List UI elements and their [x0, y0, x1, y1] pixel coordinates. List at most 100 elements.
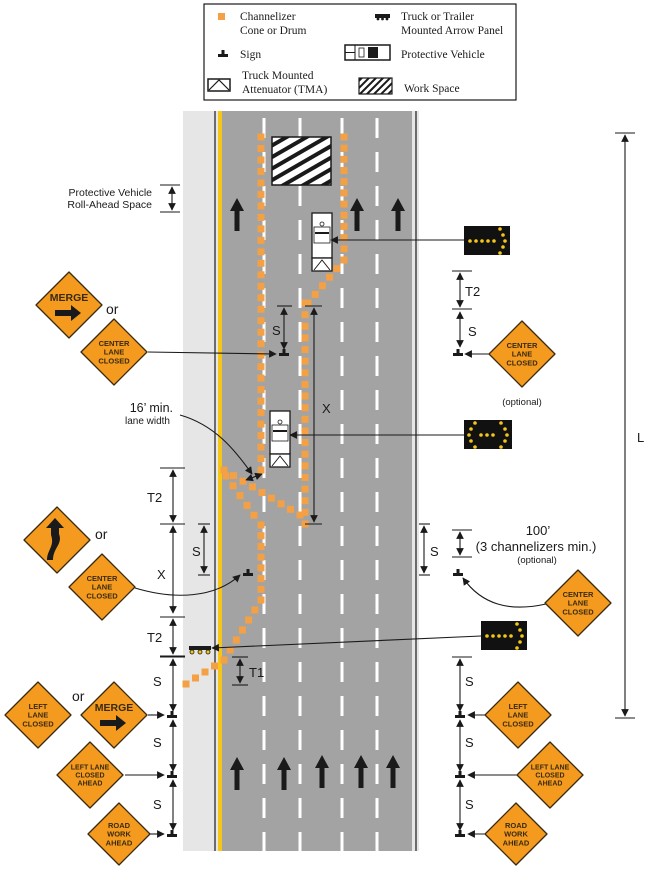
lane-arrow-icon: [350, 198, 364, 231]
sign-post-right-3: [455, 830, 465, 837]
lane-arrows: [230, 198, 405, 790]
arrow-panel-lower: [481, 621, 527, 650]
lane-line-dash: [375, 832, 379, 852]
lane-arrow-icon: [386, 755, 400, 788]
lane-line-dash: [375, 730, 379, 750]
channelizer: [311, 290, 319, 298]
sign-text: CENTER: [507, 341, 538, 350]
channelizer: [301, 346, 309, 354]
dim-X-left-label: X: [157, 567, 166, 582]
channelizer: [257, 248, 265, 256]
dim-L-label: L: [637, 430, 644, 445]
lane-line-dash: [298, 594, 302, 614]
channelizer: [226, 646, 234, 654]
sign-text: CLOSED: [98, 356, 130, 365]
sign-post-left-3: [167, 830, 177, 837]
channelizer: [251, 606, 259, 614]
lane-line-dash: [298, 764, 302, 784]
sign-text: LANE: [568, 599, 588, 608]
dim-S-right-upper-label: S: [468, 324, 477, 339]
channelizer: [192, 674, 199, 682]
channelizer: [340, 189, 348, 197]
channelizer: [301, 322, 309, 330]
channelizer: [268, 494, 275, 502]
lane-line-dash: [262, 696, 266, 716]
channelizer: [340, 167, 348, 175]
lane-line-dash: [340, 628, 344, 648]
or-label-2: or: [95, 526, 108, 542]
right-arrow-icon: [55, 305, 81, 321]
channelizer: [236, 492, 244, 500]
lane-line-dash: [340, 594, 344, 614]
channelizer: [229, 482, 237, 490]
lane-line-dash: [262, 594, 266, 614]
lane-line-dash: [375, 220, 379, 240]
lane-line-dash: [262, 730, 266, 750]
channelizer: [301, 369, 309, 377]
sign-text: CLOSED: [502, 719, 534, 728]
sign-text: LEFT LANE: [531, 764, 570, 771]
channelizer: [257, 585, 265, 593]
sign-post-right-mid: [453, 569, 463, 576]
sign-text: LANE: [508, 711, 528, 720]
channelizer: [245, 616, 253, 624]
sign-post-right-1: [455, 711, 465, 718]
channelizer: [257, 455, 265, 463]
channelizer: [257, 236, 265, 244]
sign-text: LEFT: [29, 702, 48, 711]
lane-line-dash: [340, 288, 344, 308]
channelizer: [340, 256, 348, 264]
legend-channelizer-line1: Channelizer: [240, 11, 296, 23]
channelizer: [340, 178, 348, 186]
legend-channelizer-line2: Cone or Drum: [240, 25, 306, 37]
sign-text: ROAD: [108, 821, 131, 830]
legend-protective-vehicle: Protective Vehicle: [401, 49, 485, 61]
lane-arrow-icon: [230, 198, 244, 231]
channelizer: [340, 144, 348, 152]
channelizer: [257, 466, 265, 474]
lane-line-dash: [340, 254, 344, 274]
hundred-ft-label: 100’: [526, 523, 551, 538]
lane-line-dash: [340, 356, 344, 376]
lane-line-dash: [298, 186, 302, 206]
leader-lines: [125, 236, 547, 838]
lane-line-dash: [375, 662, 379, 682]
sign-diamond: [80, 681, 148, 749]
three-channelizers-label: (3 channelizers min.): [476, 539, 597, 554]
or-label-3: or: [72, 688, 85, 704]
lane-line-dash: [298, 458, 302, 478]
channelizer: [257, 294, 265, 302]
dim-T2-left-upper-label: T2: [147, 490, 162, 505]
sign-text: ROAD: [505, 821, 528, 830]
channelizer: [249, 483, 256, 491]
sign-diamond: [68, 553, 136, 621]
legend-sign: Sign: [240, 49, 261, 61]
channelizer: [257, 190, 265, 198]
channelizer: [318, 282, 326, 290]
lane-line-dash: [340, 526, 344, 546]
lane-line-dash: [298, 730, 302, 750]
channelizer: [182, 680, 190, 688]
dim-S-right-3-label: S: [465, 797, 474, 812]
sign-text: LANE: [28, 711, 48, 720]
channelizer: [257, 553, 265, 561]
lane-line-dash: [375, 594, 379, 614]
sign-text: AHEAD: [78, 781, 103, 788]
lane-line-dash: [298, 254, 302, 274]
channelizer: [340, 211, 348, 219]
lane-arrow-icon: [230, 757, 244, 790]
lane-line-dash: [375, 560, 379, 580]
channelizer: [257, 144, 265, 152]
lane-line-dash: [340, 390, 344, 410]
roll-ahead-label-2: Roll-Ahead Space: [67, 199, 152, 211]
protective-vehicle-middle: [269, 410, 291, 468]
arrow-panel-trailer-icon: [375, 14, 390, 21]
dim-T1-label: T1: [249, 665, 264, 680]
legend-tma-line1: Truck Mounted: [242, 70, 314, 82]
channelizer: [296, 511, 304, 519]
